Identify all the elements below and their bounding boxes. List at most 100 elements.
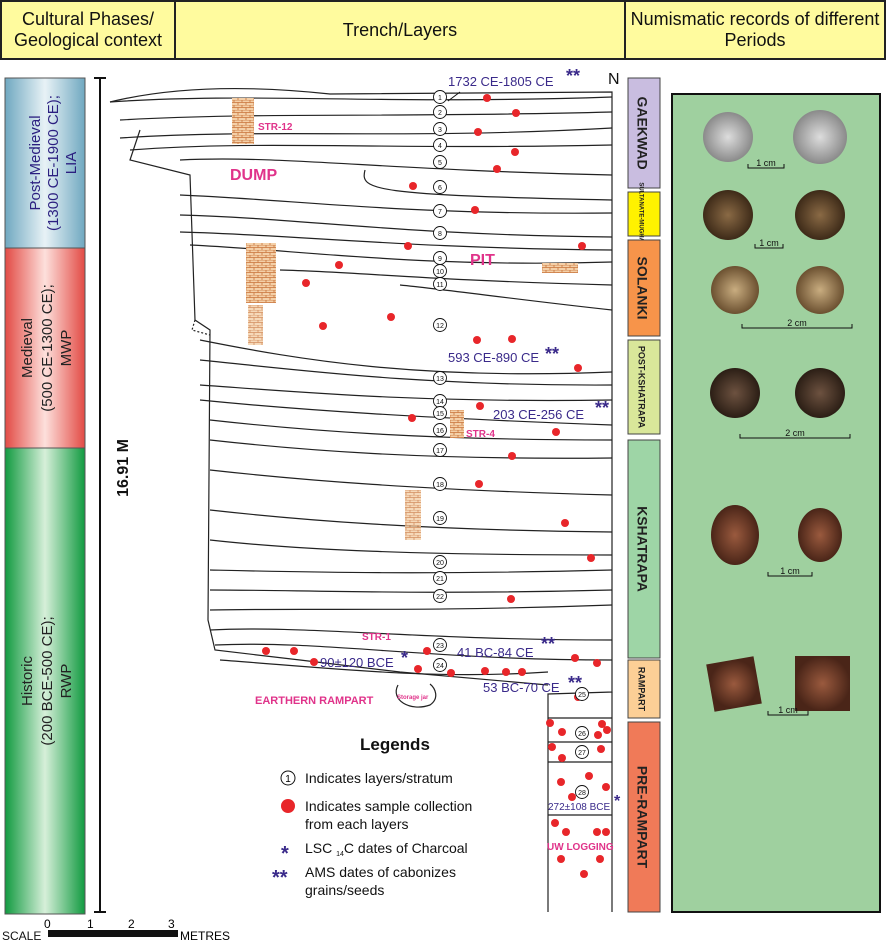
sample-dot — [483, 94, 491, 102]
layer-number-text: 24 — [436, 663, 444, 670]
phase-climate: MWP — [58, 330, 75, 367]
lsc-star-icon: * — [281, 843, 289, 865]
date-labels: 1732 CE-1805 CE ** 593 CE-890 CE ** 203 … — [320, 66, 621, 813]
sample-dot — [602, 783, 610, 791]
coin-sultanate-reverse — [795, 190, 845, 240]
layer-number: 22 — [433, 589, 447, 603]
phase-post-medieval: Post-Medieval (1300 CE-1900 CE); LIA — [4, 77, 86, 249]
sample-dot — [290, 647, 298, 655]
layer-number-text: 1 — [438, 95, 442, 102]
coin-scale: 1 cm — [754, 238, 784, 249]
layer-number-text: 18 — [436, 482, 444, 489]
layer-number: 24 — [433, 658, 447, 672]
period-gaekwad: GAEKWAD — [627, 77, 661, 189]
coin-sultanate-obverse — [703, 190, 753, 240]
period-pre-rampart: PRE-RAMPART — [627, 721, 661, 913]
layer-number-text: 17 — [436, 448, 444, 455]
phase-climate: LIA — [63, 152, 80, 175]
label-storage-jar: Storage jar — [397, 695, 429, 701]
coin-scale-label: 2 cm — [785, 428, 805, 438]
layer-number: 5 — [433, 155, 447, 169]
sample-dot — [578, 242, 586, 250]
layer-number-text: 11 — [436, 282, 443, 289]
sample-dot — [335, 261, 343, 269]
layer-number: 19 — [433, 511, 447, 525]
sample-dot — [518, 668, 526, 676]
sample-dot — [423, 647, 431, 655]
layer-number: 14 — [433, 394, 447, 408]
coin-postkshatrapa-reverse — [795, 368, 845, 418]
legend-item-layers: Indicates layers/stratum — [305, 770, 453, 786]
period-label: RAMPART — [637, 667, 647, 712]
legend-title: Legends — [360, 735, 430, 754]
trench-section — [109, 87, 613, 912]
sample-dot — [558, 754, 566, 762]
coin-solanki-obverse — [711, 266, 759, 314]
layer-number: 2 — [433, 105, 447, 119]
date-3: 203 CE-256 CE — [493, 407, 584, 422]
coin-scale-label: 2 cm — [787, 318, 807, 328]
sample-dot — [481, 667, 489, 675]
sample-dot — [602, 828, 610, 836]
layer-number-text: 20 — [436, 560, 444, 567]
sample-dot — [471, 206, 479, 214]
label-pit: PIT — [470, 252, 495, 269]
layer-number-text: 2 — [438, 110, 442, 117]
period-label: GAEKWAD — [634, 96, 650, 169]
layer-number-text: 16 — [436, 428, 444, 435]
layer-number-text: 19 — [436, 516, 444, 523]
period-solanki: SOLANKI — [627, 239, 661, 337]
sample-dot — [447, 669, 455, 677]
layer-number: 26 — [575, 726, 589, 740]
scale-unit: METRES — [180, 929, 230, 943]
date-2: 593 CE-890 CE — [448, 350, 539, 365]
period-label: SOLANKI — [634, 257, 650, 320]
sample-dot — [409, 182, 417, 190]
layer-number: 1 — [433, 90, 447, 104]
scale-tick: 3 — [168, 917, 175, 931]
layer-number: 8 — [433, 226, 447, 240]
brick-rubble — [248, 305, 263, 345]
layer-number-text: 27 — [578, 750, 586, 757]
sample-dot — [593, 828, 601, 836]
sample-dot — [508, 452, 516, 460]
coin-postkshatrapa-obverse — [710, 368, 760, 418]
phase-name: Post-Medieval — [27, 115, 44, 210]
sample-dot — [408, 414, 416, 422]
layer-number: 10 — [433, 264, 447, 278]
date-5: 90±120 BCE — [320, 655, 394, 670]
coin-rampart-obverse — [706, 656, 762, 712]
ams-star-icon: ** — [272, 867, 288, 889]
phase-range: (1300 CE-1900 CE); — [45, 95, 62, 231]
brick-structure-pit — [246, 243, 276, 303]
sample-dot — [511, 148, 519, 156]
coin-scale-label: 1 cm — [778, 705, 798, 715]
sample-dot — [603, 726, 611, 734]
layer-number: 6 — [433, 180, 447, 194]
layer-number: 20 — [433, 555, 447, 569]
legend: Legends 1 Indicates layers/stratum Indic… — [272, 735, 472, 898]
sample-dot — [474, 128, 482, 136]
coin-solanki-reverse — [796, 266, 844, 314]
legend-item-lsc: LSC 14C dates of Charcoal — [305, 840, 468, 858]
layer-number-text: 14 — [436, 399, 444, 406]
layer-number: 15 — [433, 406, 447, 420]
layer-number-text: 10 — [436, 269, 444, 276]
layer-number-text: 13 — [436, 376, 444, 383]
layer-number-text: 26 — [578, 731, 586, 738]
layer-number-text: 22 — [436, 594, 444, 601]
metre-scale: SCALE 0 1 2 3 METRES — [2, 917, 230, 943]
sample-dot — [574, 364, 582, 372]
arrow-icon — [447, 91, 461, 102]
phase-climate: RWP — [58, 664, 75, 699]
coin-kshatrapa-reverse — [798, 508, 842, 562]
depth-label: 16.91 M — [115, 439, 132, 497]
sample-dot — [596, 855, 604, 863]
sample-dot — [507, 595, 515, 603]
layer-number-text: 15 — [436, 411, 444, 418]
layer-circle-icon — [280, 770, 296, 786]
sample-dot — [508, 335, 516, 343]
sample-dot — [414, 665, 422, 673]
coin-scale: 1 cm — [747, 158, 785, 169]
